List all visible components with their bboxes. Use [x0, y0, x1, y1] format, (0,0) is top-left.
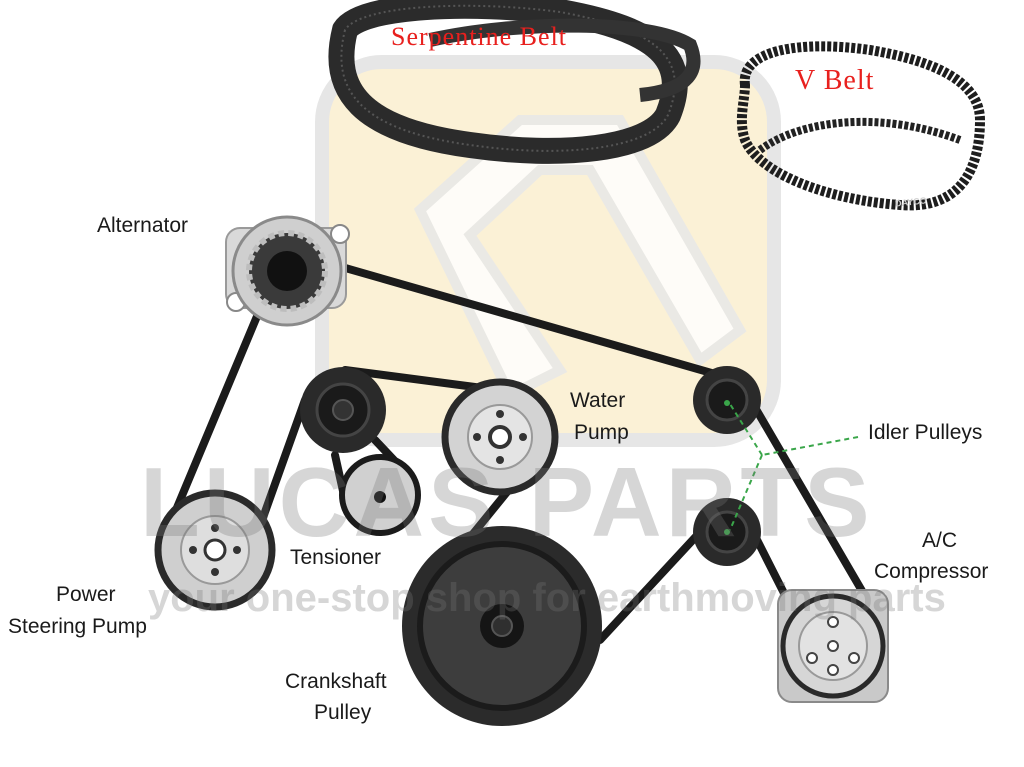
power-steering-pump — [154, 489, 276, 611]
v-belt-title: V Belt — [795, 65, 875, 96]
alternator — [225, 215, 350, 327]
idler-pulley-lower — [693, 498, 761, 566]
label-idler-pulleys: Idler Pulleys — [868, 421, 983, 444]
watermark-brand: LUCAS PARTS — [140, 447, 874, 557]
ac-compressor — [777, 589, 889, 703]
label-power-steering-line2: Steering Pump — [8, 615, 147, 638]
v-belt-image — [736, 41, 986, 211]
label-water-pump-line1: Water — [570, 389, 626, 412]
crankshaft-pulley — [402, 526, 602, 726]
label-power-steering-line1: Power — [56, 583, 116, 606]
idler-pulley-upper — [693, 366, 761, 434]
water-pump — [441, 378, 559, 496]
serpentine-belt-title: Serpentine Belt — [391, 22, 568, 51]
idler-leader-lines — [729, 403, 859, 531]
label-water-pump-line2: Pump — [574, 421, 629, 444]
label-crankshaft-line1: Crankshaft — [285, 670, 387, 693]
label-crankshaft-line2: Pulley — [314, 701, 372, 724]
label-ac-line2: Compressor — [874, 560, 989, 583]
label-ac-line1: A/C — [922, 529, 958, 552]
tensioner — [300, 367, 421, 536]
label-alternator: Alternator — [97, 214, 189, 237]
label-tensioner: Tensioner — [290, 546, 382, 569]
serpentine-belt-image — [328, 0, 701, 164]
watermark-tagline: your one-stop shop for earthmoving parts — [148, 576, 946, 620]
